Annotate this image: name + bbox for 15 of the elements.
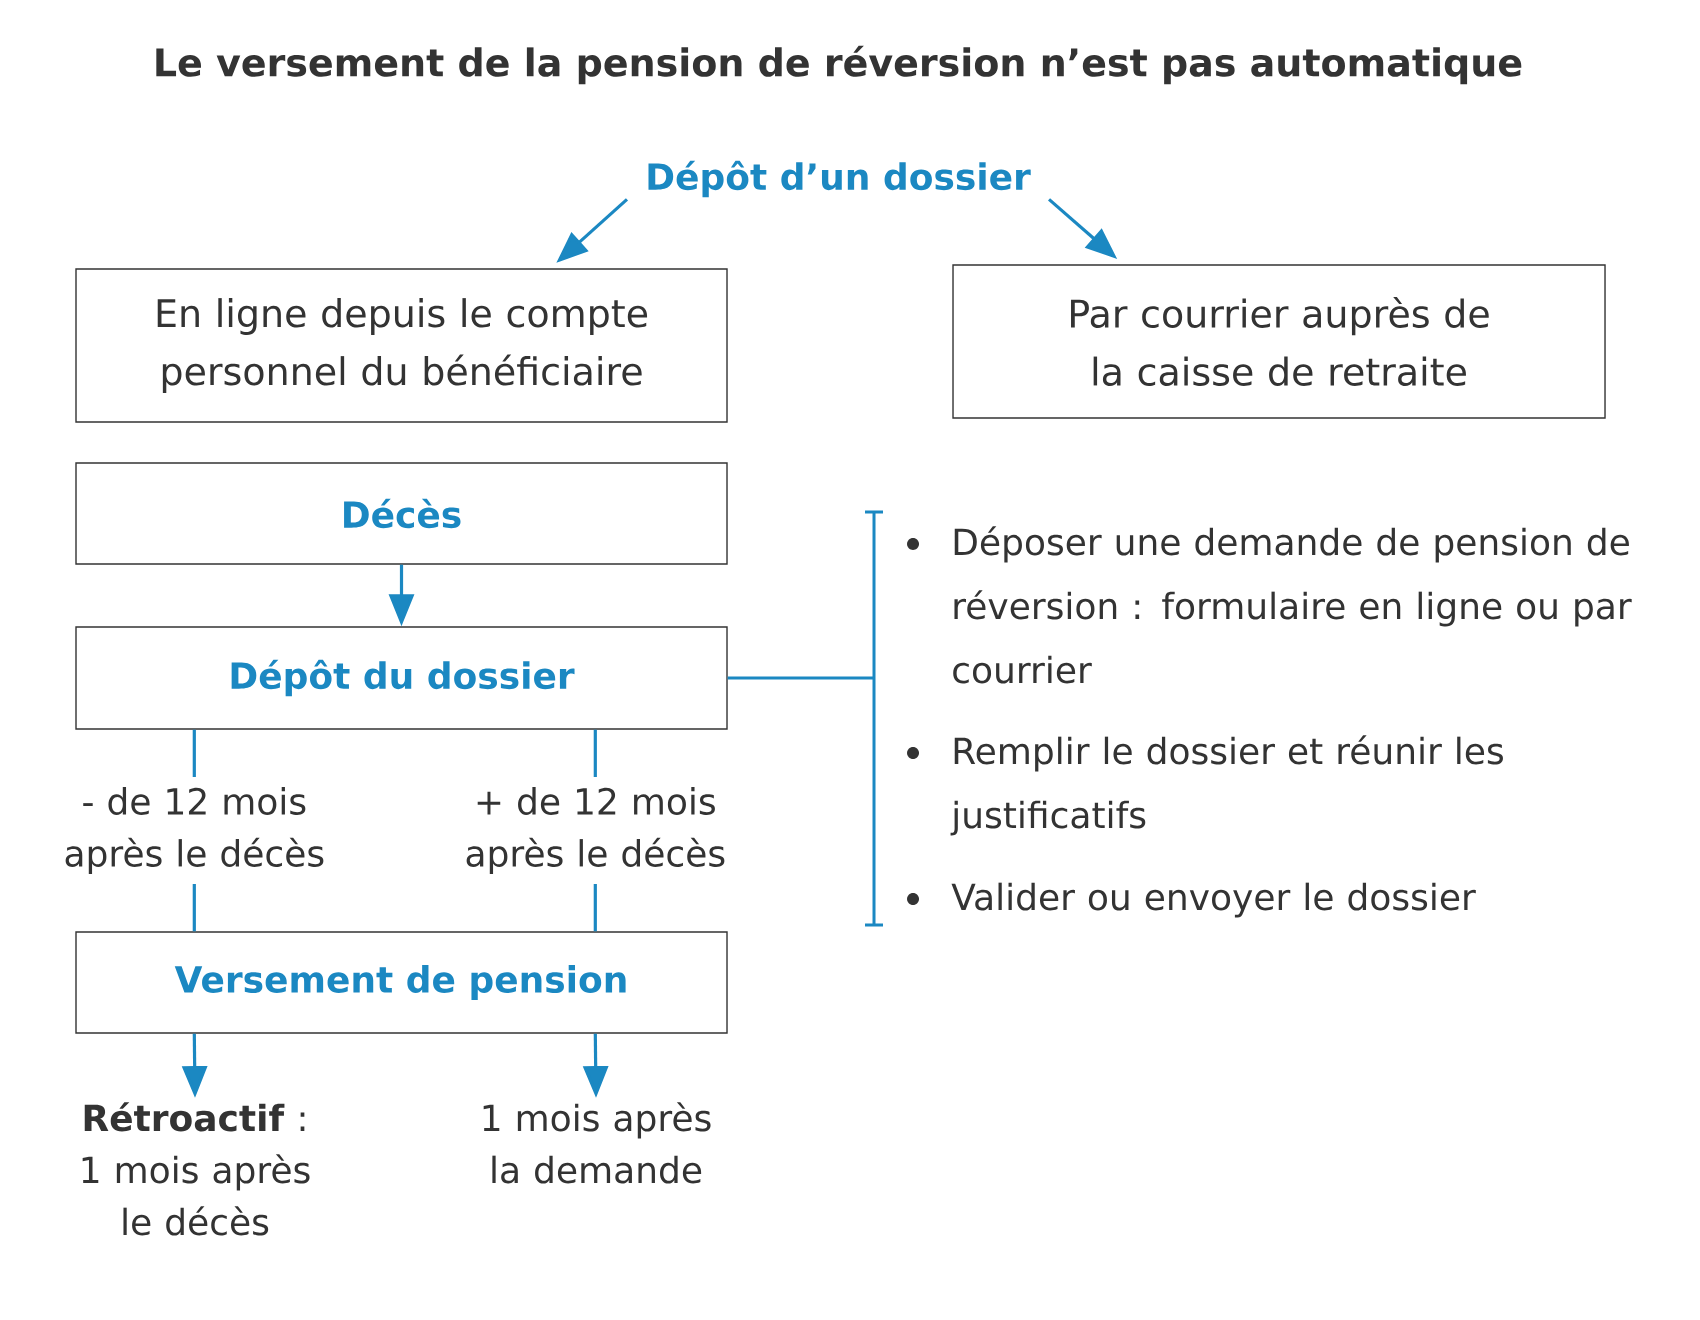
process-box: En ligne depuis le compte personnel du bénéficiaire: [75, 268, 728, 423]
step-box: Versement de pension: [75, 931, 728, 1034]
bullet-text: Valider ou envoyer le dossier: [951, 882, 1476, 918]
step-heading: Dépôt d’un dossier: [648, 160, 1031, 198]
bullet-text: Déposer une demande de pension de réversion : formulaire en ligne ou par courrier: [953, 526, 1632, 684]
edge-label: + de 12 mois après le décès: [445, 777, 746, 884]
bullet-text: Remplir le dossier et réunir les justificatifs: [950, 735, 1503, 836]
title: Le versement de la pension de réversion n’est pas automatique: [156, 45, 1522, 85]
connector-line: [727, 676, 874, 680]
outcome-text: Rétroactif : 1 mois après le décès: [82, 1102, 310, 1236]
process-box: Par courrier auprès de la caisse de retraite: [952, 264, 1606, 419]
step-box: Dépôt du dossier: [75, 626, 728, 730]
edge-label: - de 12 mois après le décès: [44, 777, 345, 884]
outcome-text: 1 mois après la demande: [483, 1102, 711, 1184]
step-box: Décès: [75, 462, 728, 565]
